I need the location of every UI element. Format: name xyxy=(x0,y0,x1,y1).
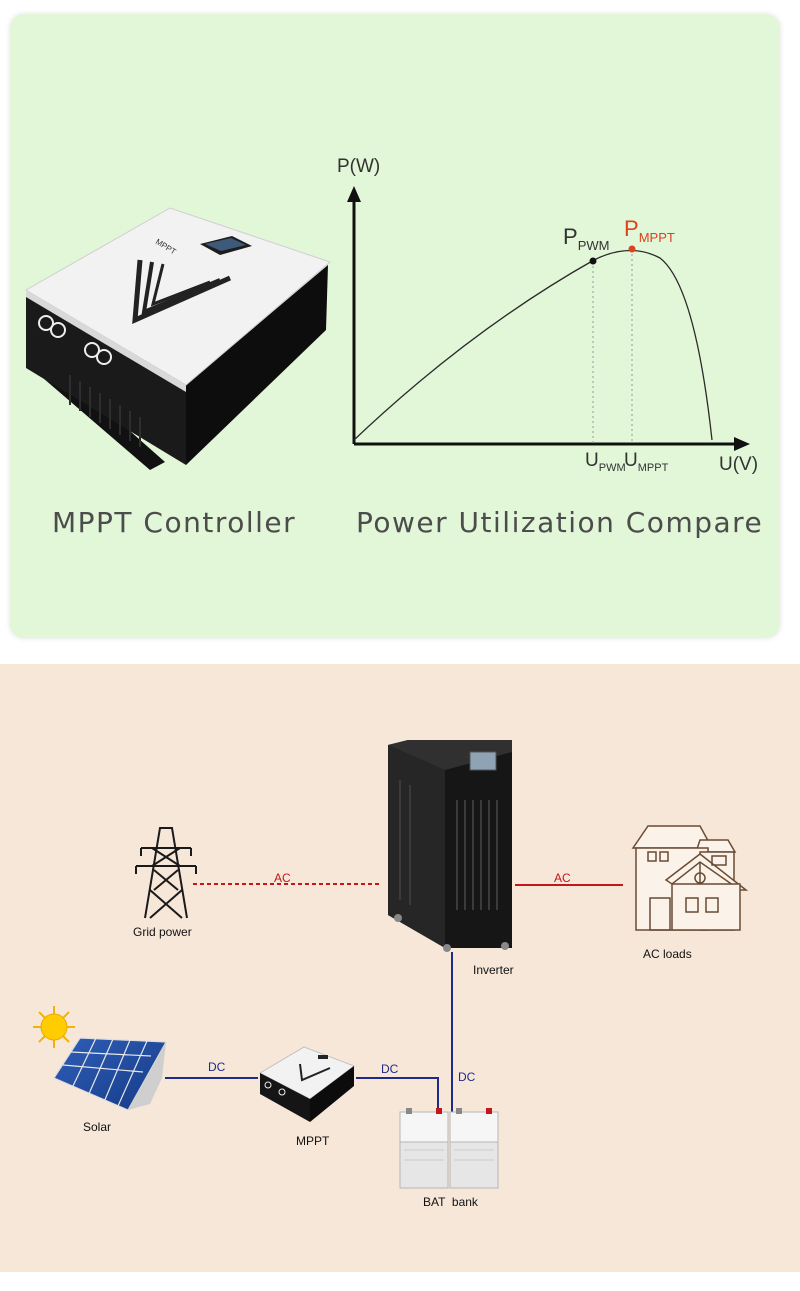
sun-icon xyxy=(33,1006,75,1048)
x-axis-arrow-icon xyxy=(734,437,750,451)
ac-grid-label: AC xyxy=(274,871,291,885)
mppt-battery-line xyxy=(356,1077,439,1112)
terminal-icon xyxy=(38,315,112,365)
system-diagram: AC AC DC DC DC Grid power xyxy=(33,740,749,1209)
transmission-tower-icon xyxy=(135,827,197,919)
x-axis-label: U(V) xyxy=(719,454,758,475)
p-mppt-point xyxy=(628,245,636,253)
grid-power-label: Grid power xyxy=(133,925,192,939)
ac-loads-label-text: AC loads xyxy=(643,947,692,961)
u-mppt-label: UMPPT xyxy=(624,450,669,474)
power-utilization-chart: P(W) U(V) PPWM PMPPT UPWM UMPPT xyxy=(337,156,758,475)
dc-solar-label: DC xyxy=(208,1060,226,1074)
solar-panel-icon xyxy=(53,1037,167,1111)
mppt-controller-image: MPPT xyxy=(25,207,331,470)
u-pwm-label: UPWM xyxy=(585,450,626,474)
power-compare-caption: Power Utilization Compare xyxy=(356,506,764,539)
p-pwm-point xyxy=(589,257,597,265)
dc-battery-label: DC xyxy=(458,1070,476,1084)
mppt-controller-caption: MPPT Controller xyxy=(52,506,297,539)
p-pwm-label: PPWM xyxy=(563,224,609,253)
mppt-label: MPPT xyxy=(296,1134,330,1148)
inverter-label: Inverter xyxy=(473,963,514,977)
inverter-image xyxy=(388,740,512,952)
p-mppt-label: PMPPT xyxy=(624,216,675,245)
inverter-screen xyxy=(469,751,497,771)
y-axis-label: P(W) xyxy=(337,156,380,177)
ac-loads-label: AC xyxy=(554,871,571,885)
y-axis-arrow-icon xyxy=(347,186,361,202)
solar-label: Solar xyxy=(83,1120,111,1134)
battery-bank-label: BAT bank xyxy=(423,1195,479,1209)
power-curve xyxy=(353,249,713,441)
dc-mppt-label: DC xyxy=(381,1062,399,1076)
battery-bank-icon xyxy=(399,1108,499,1189)
mppt-unit-image xyxy=(259,1046,355,1122)
house-icon xyxy=(631,825,749,931)
